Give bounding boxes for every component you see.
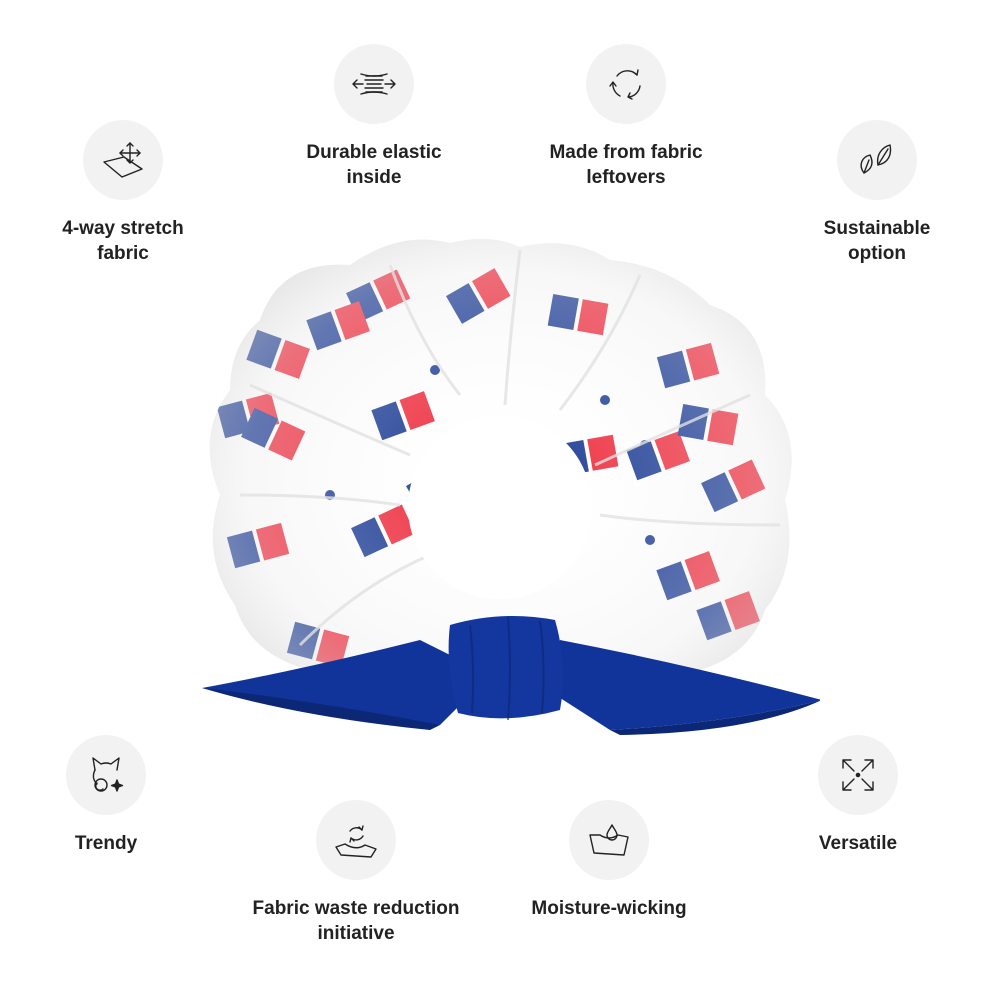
feature-label: Trendy: [74, 833, 138, 854]
feature-elastic: Durable elastic inside: [244, 44, 504, 190]
feature-label: Moisture-wicking: [531, 898, 687, 919]
feature-label: Sustainable option: [823, 218, 931, 264]
feature-label: Durable elastic inside: [306, 142, 442, 188]
recycle-icon: [586, 44, 666, 124]
scrunchie-product-image: [202, 238, 820, 735]
feature-label: Fabric waste reduction initiative: [252, 898, 460, 944]
feature-label: Made from fabric leftovers: [549, 142, 703, 188]
elastic-arrows-icon: [334, 44, 414, 124]
feature-label: Versatile: [818, 833, 898, 854]
feature-trendy: Trendy: [0, 735, 236, 856]
stretch-arrows-icon: [83, 120, 163, 200]
leaves-icon: [837, 120, 917, 200]
feature-moisture: Moisture-wicking: [479, 800, 739, 921]
feature-stretch: 4-way stretch fabric: [0, 120, 253, 266]
expand-arrows-icon: [818, 735, 898, 815]
feature-sustainable: Sustainable option: [747, 120, 1000, 266]
feature-waste: Fabric waste reduction initiative: [226, 800, 486, 946]
water-drop-fabric-icon: [569, 800, 649, 880]
fabric-recycle-icon: [316, 800, 396, 880]
feature-leftovers: Made from fabric leftovers: [496, 44, 756, 190]
feature-versatile: Versatile: [728, 735, 988, 856]
feature-label: 4-way stretch fabric: [62, 218, 184, 264]
cat-sparkle-icon: [66, 735, 146, 815]
